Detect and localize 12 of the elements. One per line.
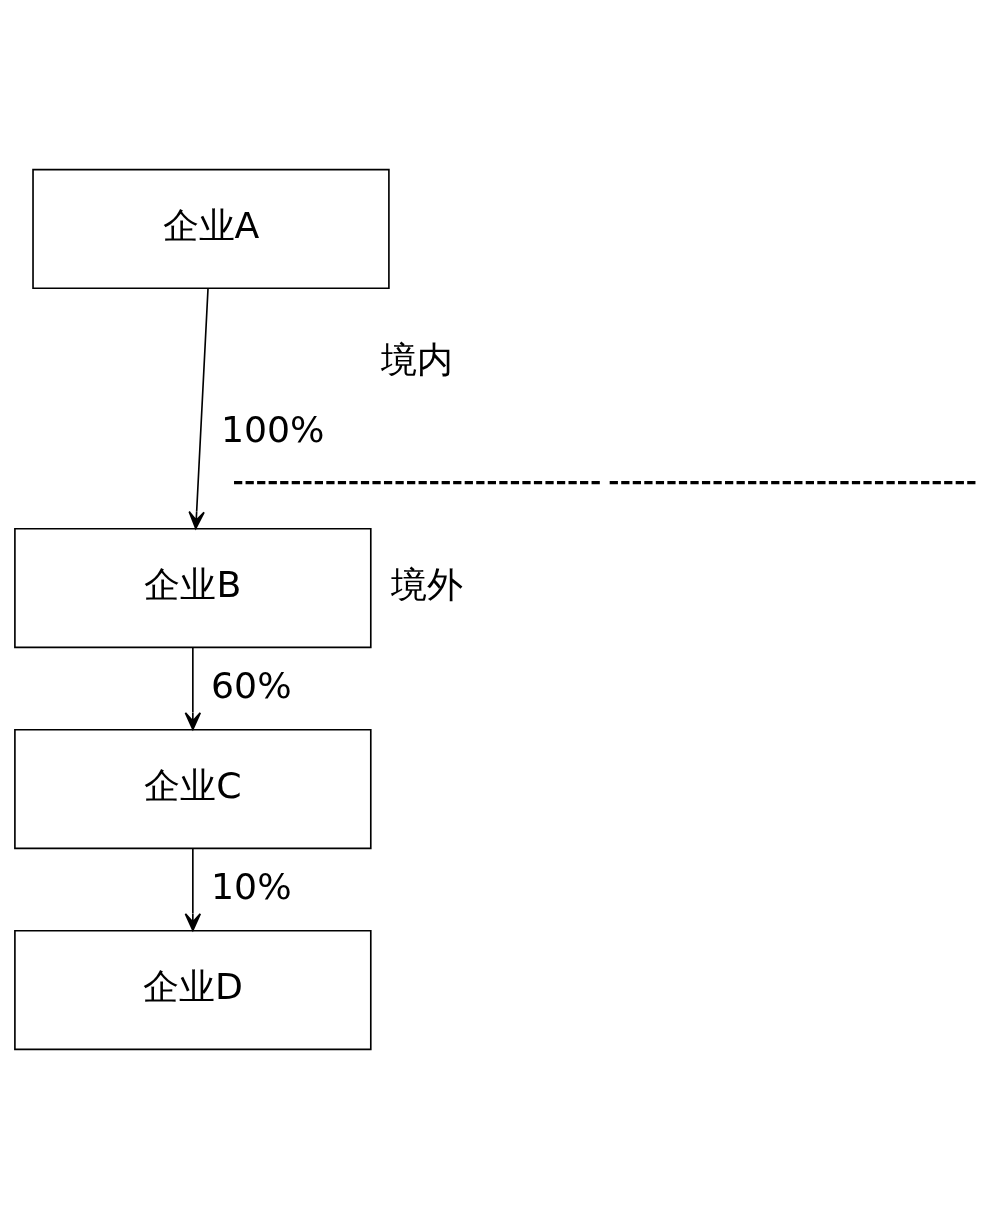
node-box: 企业D bbox=[14, 929, 372, 1051]
edge-label: 10% bbox=[211, 864, 292, 908]
node-box: 企业B bbox=[14, 527, 372, 649]
label: 境外 bbox=[390, 563, 463, 607]
arrow bbox=[184, 646, 202, 731]
node-box: 企业C bbox=[14, 728, 372, 850]
edge-label: 100% bbox=[220, 408, 325, 452]
arrow bbox=[184, 847, 202, 932]
label: 境内 bbox=[380, 337, 453, 381]
node-box: 企业A bbox=[32, 168, 390, 290]
arrow bbox=[188, 287, 209, 530]
edge-label: 60% bbox=[211, 663, 292, 707]
